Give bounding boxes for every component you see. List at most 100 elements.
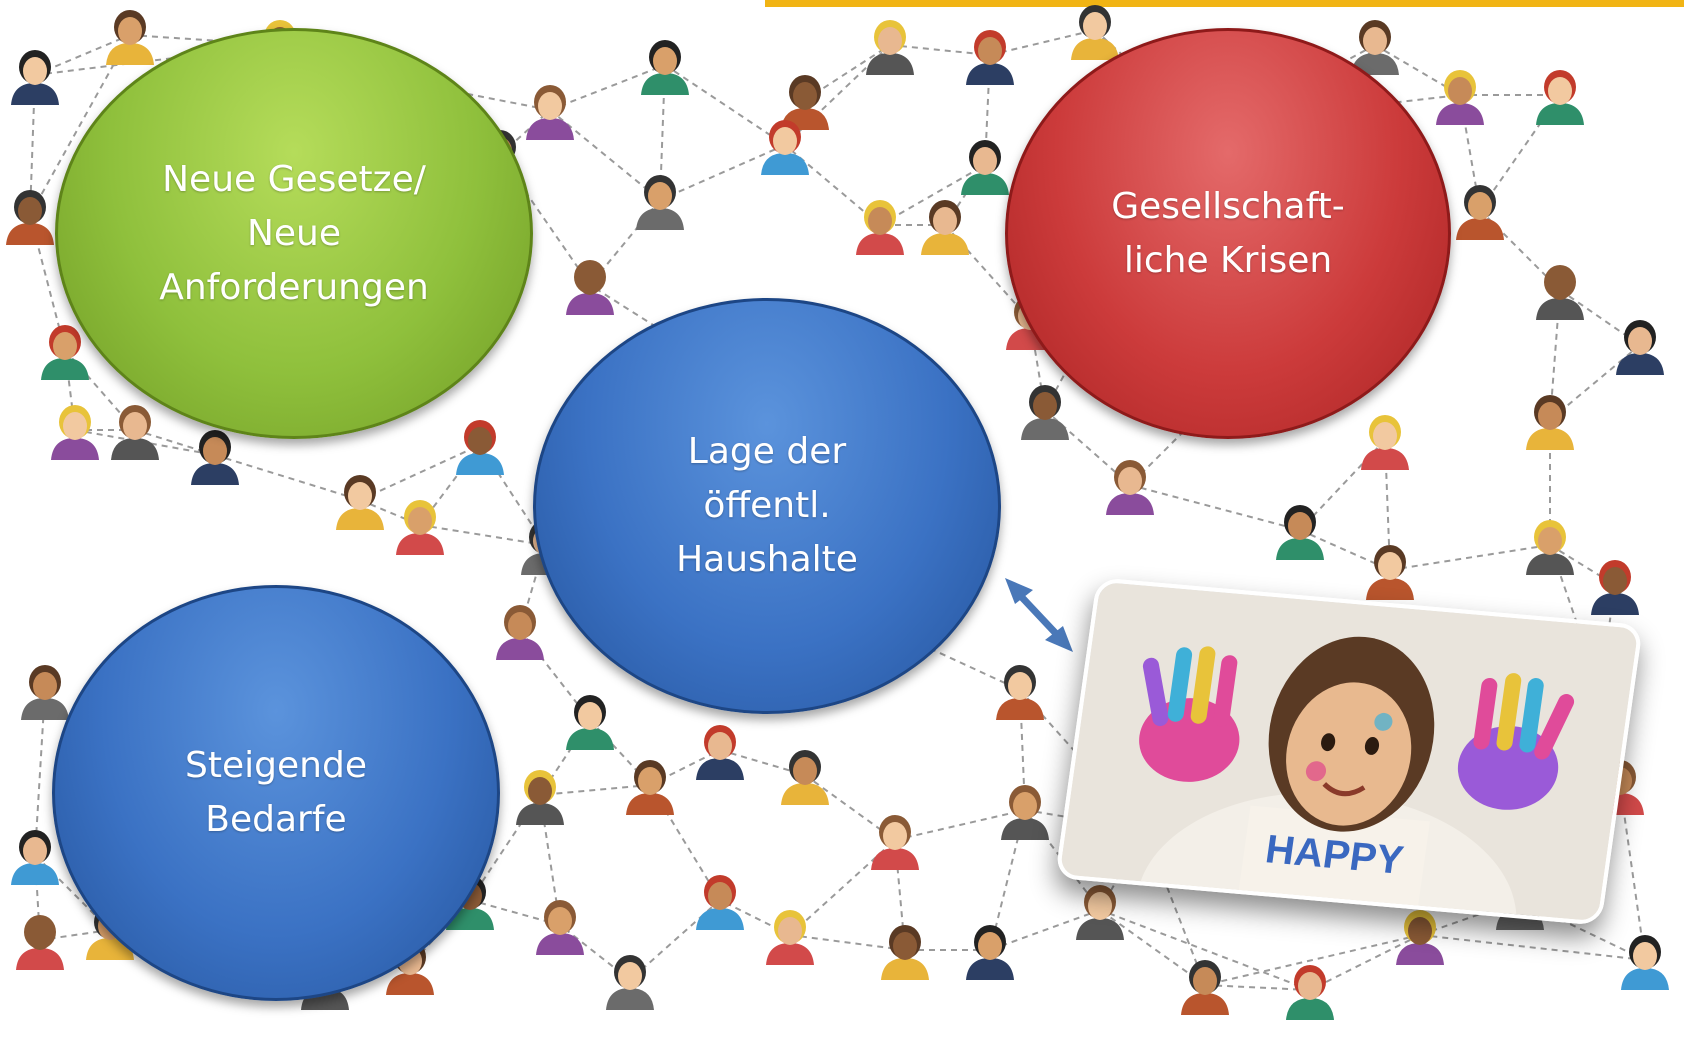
person-icon bbox=[636, 175, 684, 230]
painted-hand-right bbox=[1457, 673, 1575, 810]
bubble-new-laws-label: Neue Gesetze/ Neue Anforderungen bbox=[159, 158, 429, 308]
person-icon bbox=[696, 875, 744, 930]
person-icon bbox=[41, 325, 89, 380]
person-icon bbox=[881, 925, 929, 980]
person-icon bbox=[51, 405, 99, 460]
person-icon bbox=[856, 200, 904, 255]
person-icon bbox=[11, 830, 59, 885]
person-icon bbox=[1526, 395, 1574, 450]
painted-hand-left bbox=[1139, 646, 1240, 782]
person-icon bbox=[781, 750, 829, 805]
accent-bar bbox=[765, 0, 1684, 7]
network-edge bbox=[519, 629, 591, 721]
network-edge bbox=[659, 144, 786, 201]
network-edge bbox=[1549, 344, 1641, 421]
person-icon bbox=[16, 915, 64, 970]
network-edge bbox=[989, 29, 1096, 56]
person-icon bbox=[1001, 785, 1049, 840]
person-icon bbox=[761, 120, 809, 175]
person-icon bbox=[6, 190, 54, 245]
person-icon bbox=[396, 500, 444, 555]
person-icon bbox=[496, 605, 544, 660]
network-edge bbox=[549, 64, 666, 111]
network-edge bbox=[1144, 829, 1206, 986]
person-icon bbox=[1616, 320, 1664, 375]
person-icon bbox=[1286, 965, 1334, 1020]
person-icon bbox=[626, 760, 674, 815]
network-edge bbox=[1549, 544, 1616, 586]
child-photo-icon: HAPPY bbox=[1054, 577, 1644, 926]
person-icon bbox=[336, 475, 384, 530]
person-icon bbox=[21, 665, 69, 720]
network-edge bbox=[359, 444, 481, 501]
person-icon bbox=[1366, 545, 1414, 600]
bubble-social-crises: Gesellschaft- liche Krisen bbox=[1005, 28, 1451, 439]
person-icon bbox=[781, 75, 829, 130]
network-edge bbox=[1044, 409, 1131, 486]
network-edge bbox=[1419, 934, 1646, 961]
network-edge bbox=[1389, 544, 1551, 571]
person-icon bbox=[641, 40, 689, 95]
network-edge bbox=[989, 909, 1101, 951]
bubble-rising-needs-label: Steigende Bedarfe bbox=[185, 745, 367, 840]
network-edge bbox=[789, 934, 906, 951]
network-edge bbox=[214, 454, 361, 501]
bubble-rising-needs: Steigende Bedarfe bbox=[52, 585, 500, 1001]
person-icon bbox=[1181, 960, 1229, 1015]
network-edge bbox=[1479, 209, 1561, 291]
person-icon bbox=[191, 430, 239, 485]
network-edge bbox=[1204, 934, 1421, 986]
person-icon bbox=[566, 695, 614, 750]
person-icon bbox=[11, 50, 59, 105]
person-icon bbox=[996, 665, 1044, 720]
person-icon bbox=[1536, 265, 1584, 320]
bubble-new-laws: Neue Gesetze/ Neue Anforderungen bbox=[55, 28, 533, 439]
network-edge bbox=[539, 784, 651, 796]
person-icon bbox=[871, 815, 919, 870]
bubble-public-budgets: Lage der öffentl. Haushalte bbox=[533, 298, 1001, 714]
network-edge bbox=[1419, 899, 1521, 936]
person-icon bbox=[1361, 415, 1409, 470]
person-icon bbox=[516, 770, 564, 825]
person-icon bbox=[766, 910, 814, 965]
person-icon bbox=[1076, 885, 1124, 940]
person-icon bbox=[1621, 935, 1669, 990]
person-icon bbox=[1526, 520, 1574, 575]
person-icon bbox=[1436, 70, 1484, 125]
network-edge bbox=[889, 44, 991, 56]
network-edge bbox=[1459, 94, 1481, 211]
person-icon bbox=[1021, 385, 1069, 440]
network-edge bbox=[1099, 909, 1206, 986]
person-icon bbox=[1106, 460, 1154, 515]
bubble-public-budgets-label: Lage der öffentl. Haushalte bbox=[676, 431, 858, 580]
person-icon bbox=[696, 725, 744, 780]
person-icon bbox=[966, 30, 1014, 85]
person-icon bbox=[966, 925, 1014, 980]
person-icon bbox=[456, 420, 504, 475]
network-edge bbox=[719, 749, 806, 776]
network-edge bbox=[894, 809, 1026, 841]
bubble-social-crises-label: Gesellschaft- liche Krisen bbox=[1111, 185, 1345, 281]
person-icon bbox=[606, 955, 654, 1010]
person-icon bbox=[106, 10, 154, 65]
network-edge bbox=[789, 839, 896, 936]
network-edge bbox=[664, 64, 786, 146]
network-edge bbox=[879, 164, 986, 226]
person-icon bbox=[566, 260, 614, 315]
person-icon bbox=[526, 85, 574, 140]
network-edge bbox=[1129, 484, 1301, 531]
person-icon bbox=[961, 140, 1009, 195]
person-icon bbox=[921, 200, 969, 255]
network-edge bbox=[1204, 984, 1311, 991]
network-edge bbox=[1309, 934, 1421, 991]
person-icon bbox=[1591, 560, 1639, 615]
network-edge bbox=[1099, 909, 1311, 991]
double-arrow-icon bbox=[1005, 578, 1073, 652]
person-icon bbox=[111, 405, 159, 460]
person-icon bbox=[1456, 185, 1504, 240]
person-icon bbox=[1536, 70, 1584, 125]
network-edge bbox=[1619, 784, 1646, 961]
person-icon bbox=[536, 900, 584, 955]
network-edge bbox=[34, 44, 281, 76]
person-icon bbox=[1071, 5, 1119, 60]
